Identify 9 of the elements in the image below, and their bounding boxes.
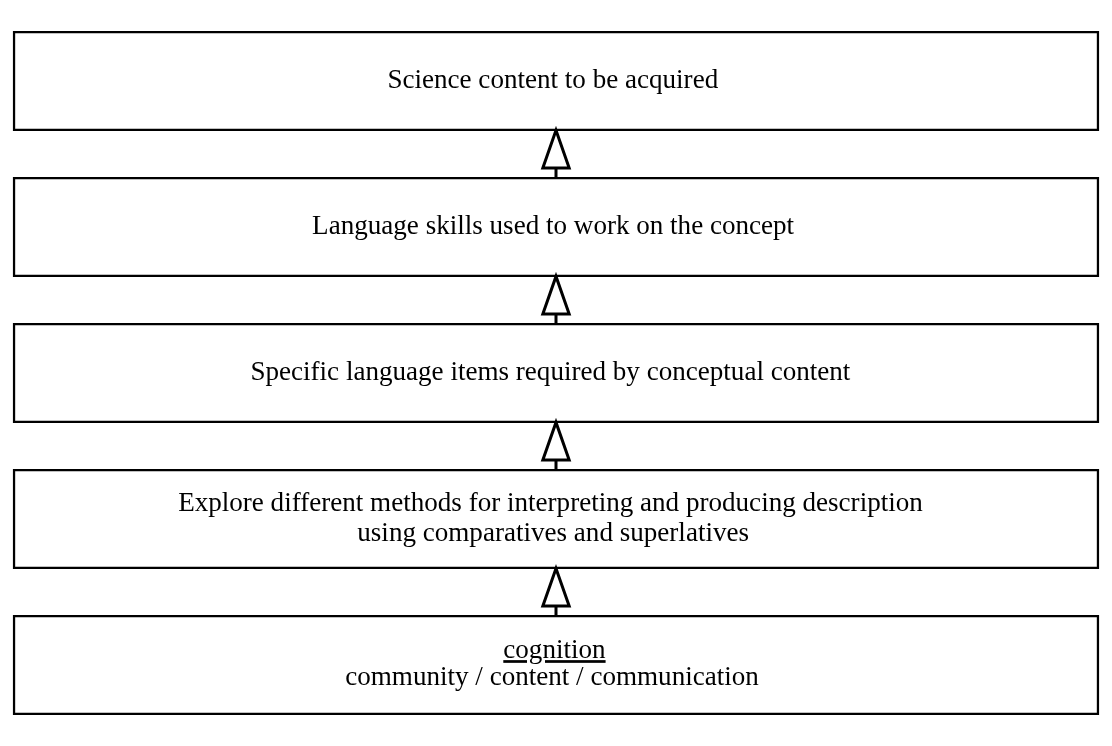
node-box: Language skills used to work on the concept bbox=[12, 176, 1100, 278]
node-box: Science content to be acquired bbox=[12, 30, 1100, 131]
node-box: Specific language items required by conceptual content bbox=[12, 322, 1100, 424]
arrow bbox=[540, 417, 572, 470]
arrow bbox=[540, 125, 572, 178]
arrow bbox=[540, 271, 572, 324]
node-box: cognition community / content / communication bbox=[12, 615, 1100, 716]
node-box: Explore different methods for interpreting and producing description using comparatives and superlatives bbox=[12, 468, 1100, 570]
arrow bbox=[540, 563, 572, 616]
